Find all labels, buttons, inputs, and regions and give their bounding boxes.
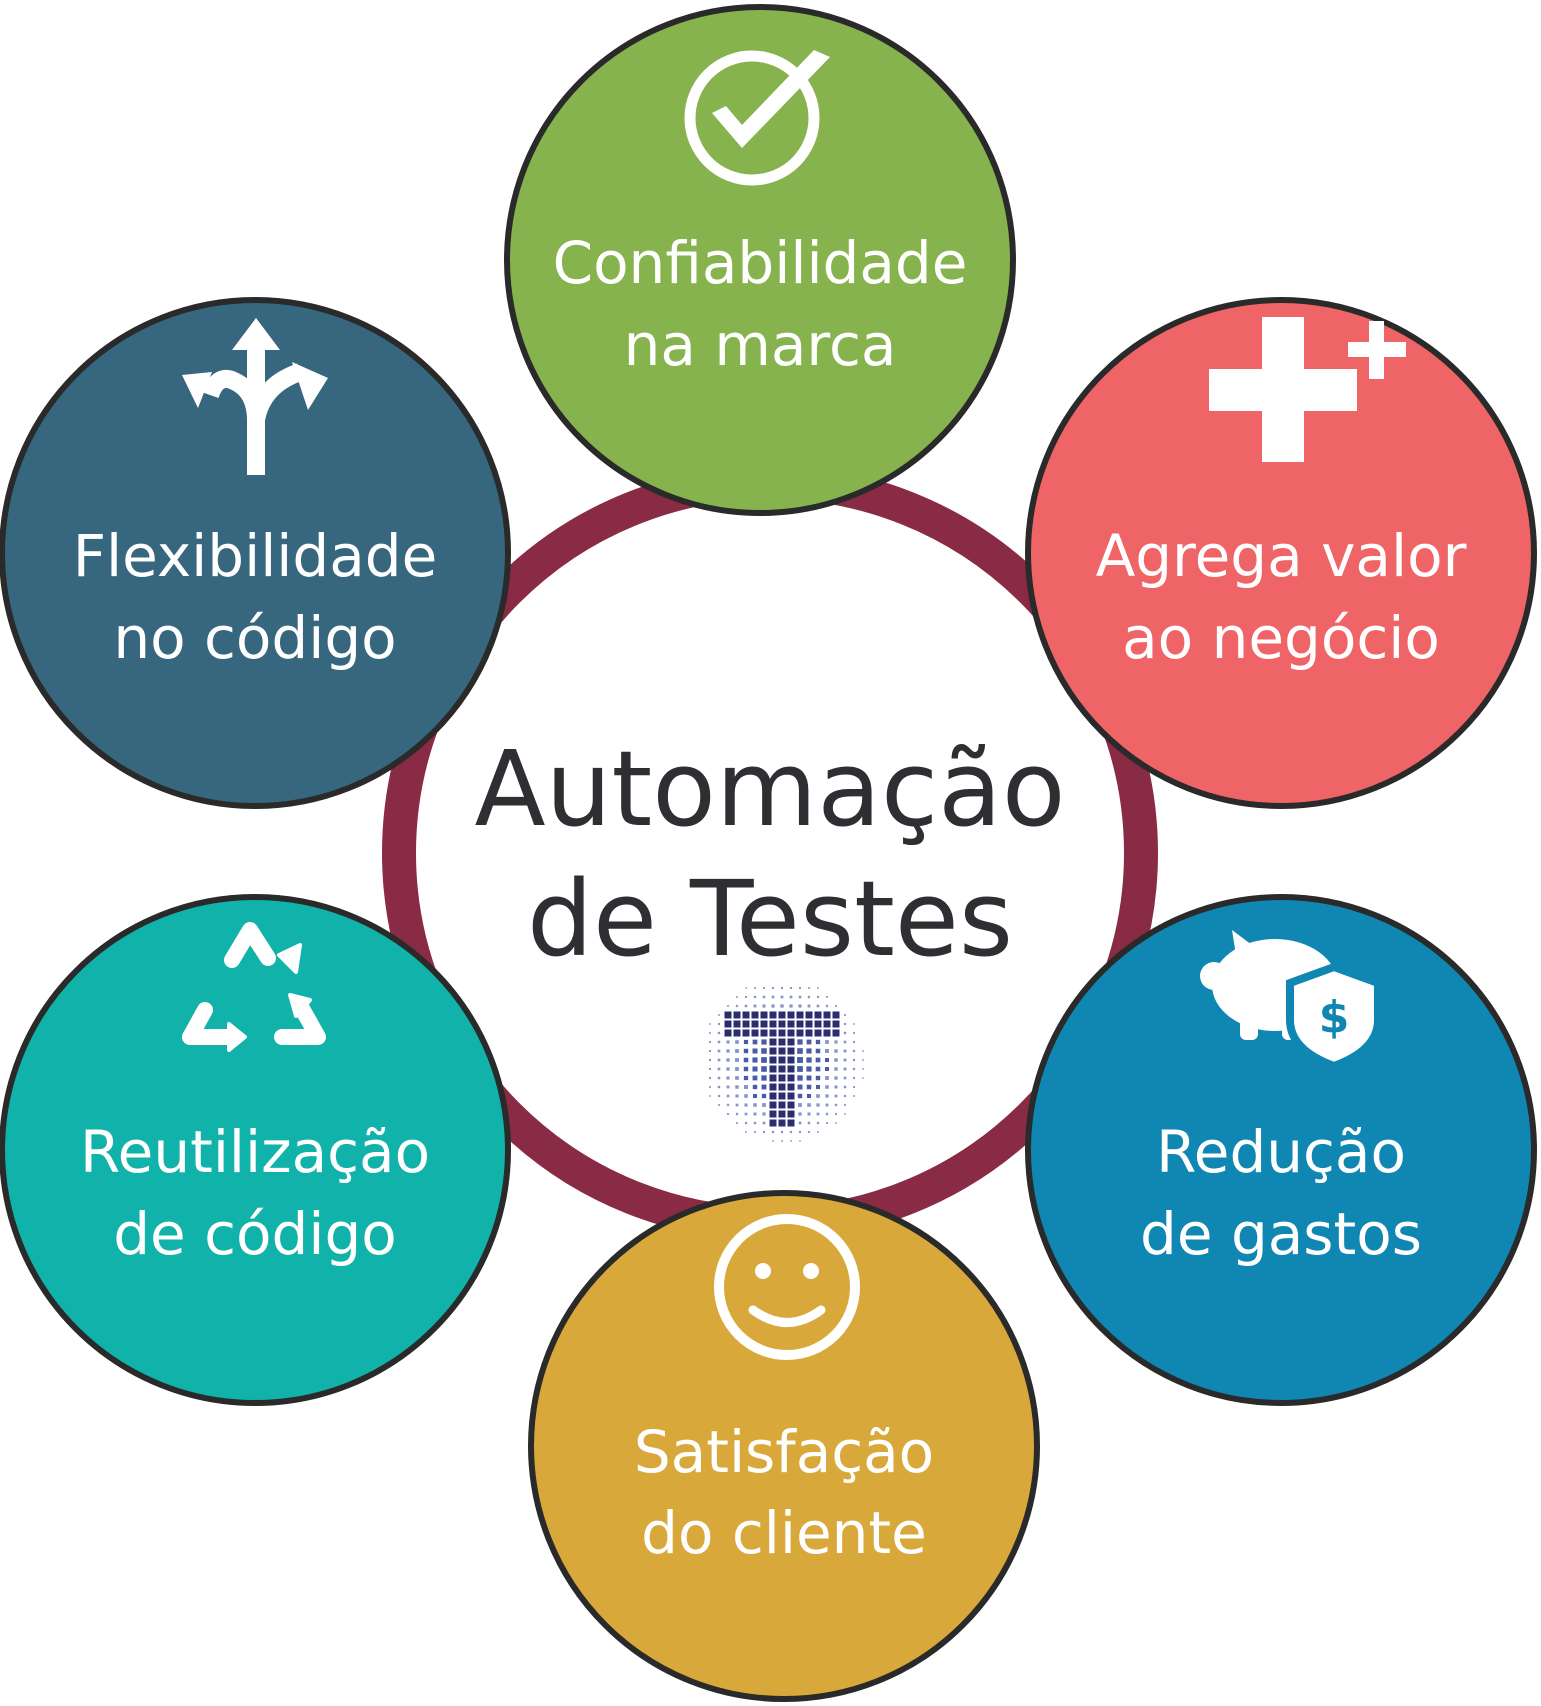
svg-text:$: $	[1319, 992, 1350, 1043]
node-label-line2: do cliente	[641, 1499, 927, 1567]
node-label-line2: no código	[113, 604, 396, 672]
node-circle	[1025, 894, 1537, 1406]
node-label-line1: Agrega valor	[1096, 522, 1467, 590]
node-satisfacao: Satisfação do cliente	[528, 1190, 1040, 1702]
node-label-line1: Redução	[1156, 1118, 1406, 1186]
piggy-bank-shield-icon: $	[1200, 930, 1382, 1071]
node-circle	[504, 4, 1016, 516]
node-circle	[1025, 297, 1537, 809]
node-label-line2: ao negócio	[1122, 604, 1440, 672]
node-label-line1: Reutilização	[80, 1118, 430, 1186]
check-circle-icon	[684, 50, 830, 186]
node-flexibilidade: Flexibilidade no código	[0, 297, 511, 809]
node-label-line1: Satisfação	[634, 1418, 934, 1486]
node-circle	[528, 1190, 1040, 1702]
node-label-line2: de código	[113, 1200, 397, 1268]
node-confiabilidade: Confiabilidade na marca	[504, 4, 1016, 516]
node-circle	[0, 297, 511, 809]
node-label-line1: Flexibilidade	[73, 522, 438, 590]
dotted-t-logo	[708, 986, 864, 1142]
recycle-icon	[182, 922, 326, 1052]
split-arrows-icon	[182, 318, 328, 475]
center-title-line2: de Testes	[527, 858, 1013, 980]
center-title-line1: Automação	[474, 728, 1065, 850]
node-label-line2: de gastos	[1140, 1200, 1422, 1268]
node-label-line1: Confiabilidade	[553, 229, 968, 297]
plus-icon	[1209, 317, 1406, 462]
node-circle	[0, 894, 511, 1406]
smiley-icon	[714, 1214, 860, 1360]
node-agrega-valor: Agrega valor ao negócio	[1025, 297, 1537, 809]
node-label-line2: na marca	[624, 311, 897, 379]
node-reducao: $ Redução de gastos	[1025, 894, 1537, 1406]
node-reutilizacao: Reutilização de código	[0, 894, 511, 1406]
